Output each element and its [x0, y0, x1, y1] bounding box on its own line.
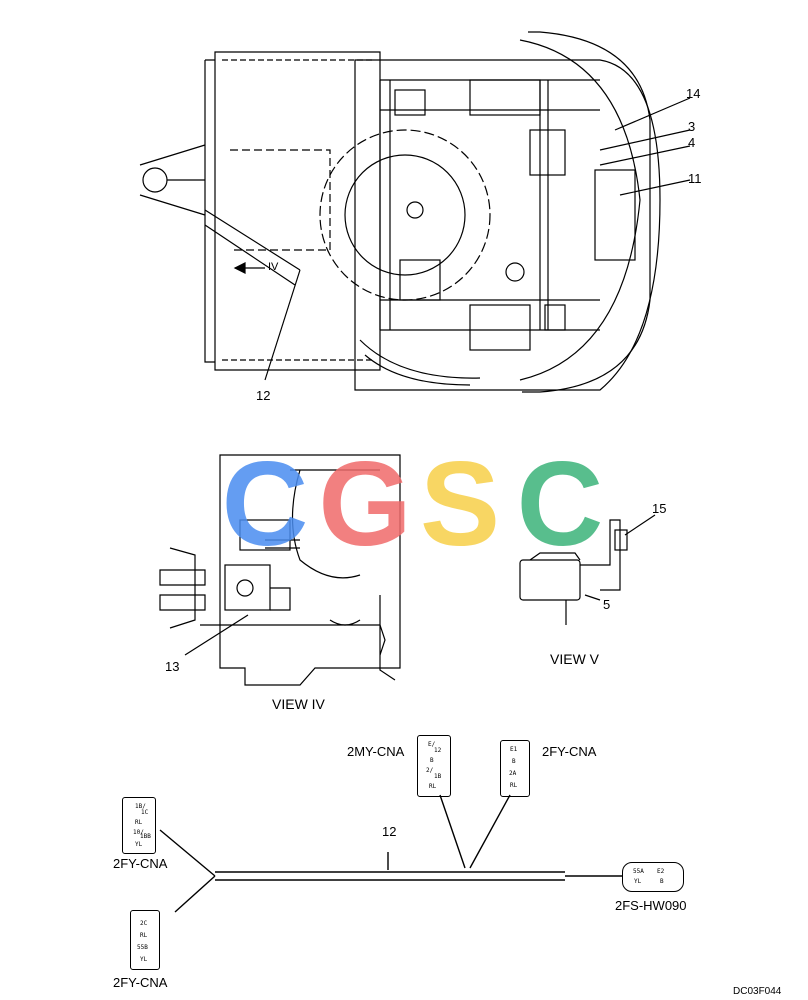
connector-name: 2FY-CNA	[113, 975, 168, 990]
connector-name: 2FY-CNA	[542, 744, 597, 759]
upper-frame-drawing	[139, 31, 691, 393]
callout-12-frame: 12	[256, 388, 271, 403]
callout-13: 13	[165, 659, 180, 674]
callout-12-harness: 12	[382, 824, 397, 839]
callout-5: 5	[603, 597, 611, 612]
watermark-letter: C	[517, 437, 604, 571]
watermark-letter: G	[318, 437, 411, 571]
connector-name: 2FS-HW090	[615, 898, 687, 913]
connector-name: 2MY-CNA	[347, 744, 405, 759]
watermark-letter: C	[222, 437, 309, 571]
callout-14: 14	[686, 86, 701, 101]
view-iv-drawing	[159, 454, 401, 686]
view-v-title: VIEW V	[550, 651, 600, 667]
callout-11: 11	[688, 171, 702, 186]
callout-4: 4	[688, 135, 696, 150]
connector-name: 2FY-CNA	[113, 856, 168, 871]
watermark-letter: S	[420, 437, 500, 571]
view-arrow-label: IV	[268, 261, 279, 273]
harness-drawing	[159, 794, 622, 913]
view-v-drawing	[519, 514, 656, 625]
callout-15: 15	[652, 501, 667, 516]
drawing-code: DC03F044	[733, 986, 782, 997]
view-iv-title: VIEW IV	[272, 696, 325, 712]
callout-3: 3	[688, 119, 696, 134]
